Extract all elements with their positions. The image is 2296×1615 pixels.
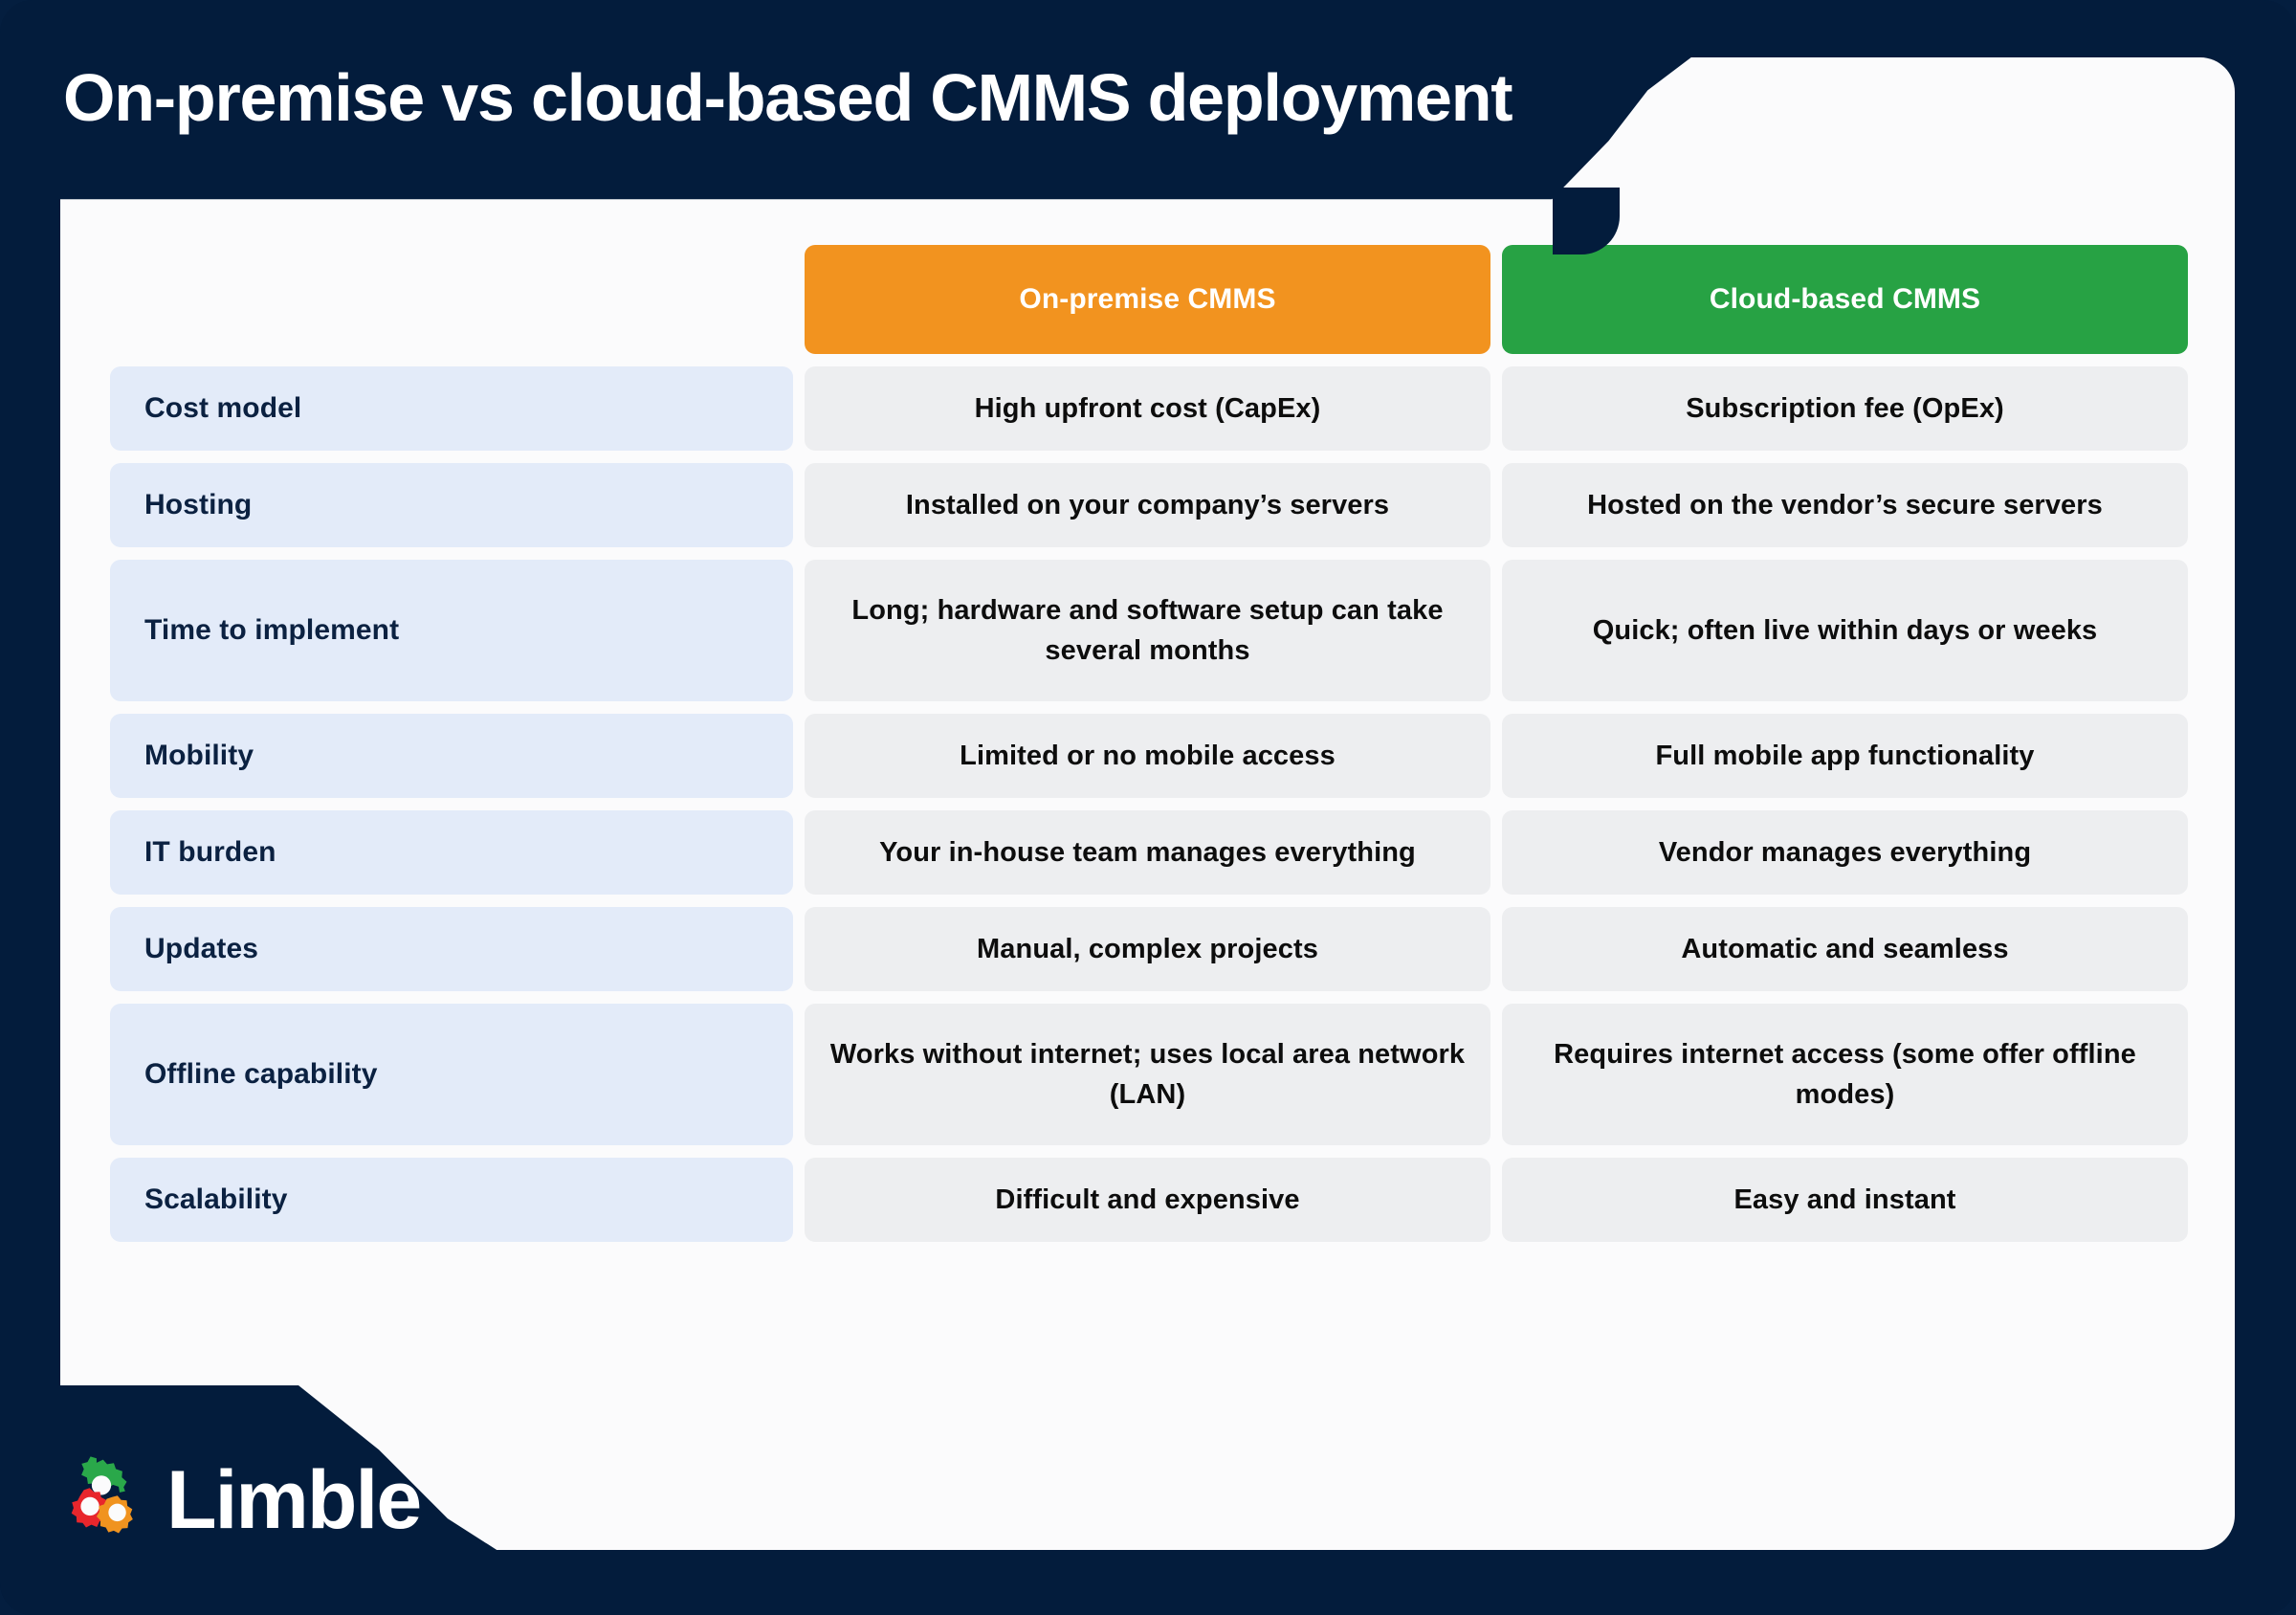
table-row: Scalability Difficult and expensive Easy…: [110, 1158, 2188, 1242]
comparison-table: On-premise CMMS Cloud-based CMMS Cost mo…: [110, 245, 2188, 1254]
brand-wordmark: Limble: [166, 1454, 422, 1546]
table-row: Cost model High upfront cost (CapEx) Sub…: [110, 366, 2188, 451]
cell-cloud: Requires internet access (some offer off…: [1502, 1004, 2188, 1145]
table-header-row: On-premise CMMS Cloud-based CMMS: [110, 245, 2188, 354]
column-header-on-premise: On-premise CMMS: [805, 245, 1490, 354]
table-row: IT burden Your in-house team manages eve…: [110, 810, 2188, 895]
row-label: IT burden: [110, 810, 793, 895]
limble-gear-logo-icon: [71, 1456, 133, 1534]
cell-cloud: Automatic and seamless: [1502, 907, 2188, 991]
cell-on-premise: Limited or no mobile access: [805, 714, 1490, 798]
cell-cloud: Vendor manages everything: [1502, 810, 2188, 895]
footer-bar: [0, 1550, 2296, 1615]
cell-on-premise: Works without internet; uses local area …: [805, 1004, 1490, 1145]
row-label: Updates: [110, 907, 793, 991]
cell-cloud: Subscription fee (OpEx): [1502, 366, 2188, 451]
row-label: Mobility: [110, 714, 793, 798]
row-label: Hosting: [110, 463, 793, 547]
cell-on-premise: Manual, complex projects: [805, 907, 1490, 991]
row-label: Offline capability: [110, 1004, 793, 1145]
row-label: Cost model: [110, 366, 793, 451]
column-header-cloud: Cloud-based CMMS: [1502, 245, 2188, 354]
table-row: Hosting Installed on your company’s serv…: [110, 463, 2188, 547]
row-label: Time to implement: [110, 560, 793, 701]
cell-on-premise: Installed on your company’s servers: [805, 463, 1490, 547]
table-header-spacer: [110, 245, 793, 354]
cell-cloud: Full mobile app functionality: [1502, 714, 2188, 798]
table-row: Updates Manual, complex projects Automat…: [110, 907, 2188, 991]
table-row: Offline capability Works without interne…: [110, 1004, 2188, 1145]
cell-on-premise: Long; hardware and software setup can ta…: [805, 560, 1490, 701]
row-label: Scalability: [110, 1158, 793, 1242]
table-row: Time to implement Long; hardware and sof…: [110, 560, 2188, 701]
cell-on-premise: Your in-house team manages everything: [805, 810, 1490, 895]
cell-cloud: Easy and instant: [1502, 1158, 2188, 1242]
cell-on-premise: High upfront cost (CapEx): [805, 366, 1490, 451]
page-title: On-premise vs cloud-based CMMS deploymen…: [63, 60, 1513, 135]
cell-cloud: Hosted on the vendor’s secure servers: [1502, 463, 2188, 547]
table-row: Mobility Limited or no mobile access Ful…: [110, 714, 2188, 798]
cell-cloud: Quick; often live within days or weeks: [1502, 560, 2188, 701]
cell-on-premise: Difficult and expensive: [805, 1158, 1490, 1242]
brand-logo: Limble: [57, 1454, 422, 1546]
